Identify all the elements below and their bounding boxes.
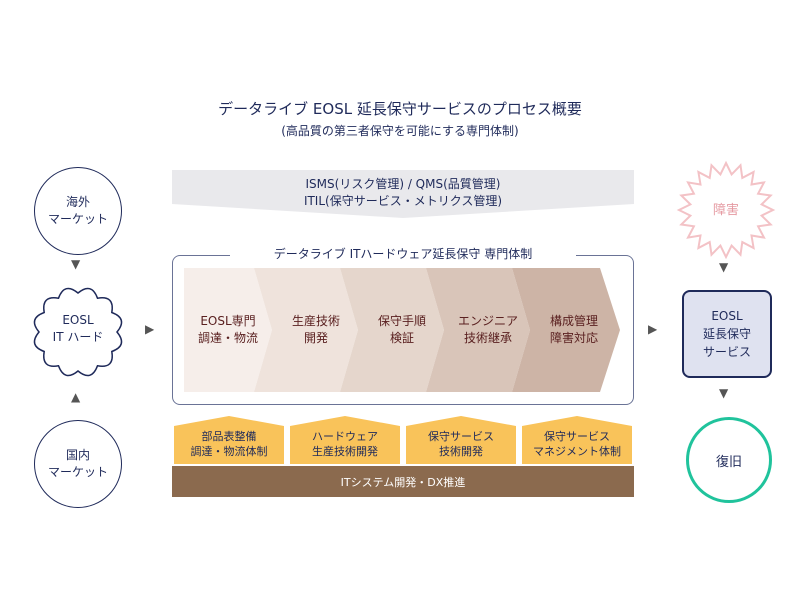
- chevron-1-line-1: EOSL専門: [200, 314, 256, 328]
- eosl-hardware-line-1: EOSL: [62, 313, 94, 327]
- chevron-1-label: EOSL専門調達・物流: [186, 268, 270, 392]
- chevron-3-line-2: 検証: [389, 331, 414, 345]
- foundation-blocks: [174, 416, 632, 464]
- chevron-2-line-2: 開発: [303, 331, 328, 345]
- chevron-4: [426, 268, 530, 392]
- domestic-market-label-1: 国内: [65, 448, 90, 462]
- eosl-service-box: EOSL 延長保守 サービス: [682, 290, 772, 378]
- chevron-4-label: エンジニア技術継承: [446, 268, 530, 392]
- foundation-3: [406, 416, 516, 464]
- arrow-down-icon: ▼: [719, 386, 729, 400]
- foundation-2-line-1: ハードウェア: [312, 430, 378, 443]
- chevron-2: [254, 268, 358, 392]
- process-chevrons: [184, 268, 620, 392]
- eosl-service-line-1: EOSL: [711, 309, 743, 323]
- eosl-service-line-2: 延長保守: [702, 327, 751, 341]
- chevron-2-label: 生産技術開発: [274, 268, 358, 392]
- foundation-1-line-1: 部品表整備: [201, 430, 257, 443]
- foundation-4-line-2: マネジメント体制: [533, 445, 621, 458]
- arrow-up-icon: ▲: [71, 390, 81, 404]
- recovery-label: 復旧: [715, 454, 742, 470]
- failure-label: 障害: [712, 203, 739, 218]
- foundation-1-line-2: 調達・物流体制: [190, 445, 268, 458]
- chevron-4-line-1: エンジニア: [457, 314, 518, 328]
- arrow-down-icon: ▼: [719, 260, 729, 274]
- foundation-4-line-1: 保守サービス: [544, 430, 610, 443]
- chevron-4-line-2: 技術継承: [463, 331, 512, 345]
- chevron-5: [512, 268, 620, 392]
- foundation-4-label: 保守サービスマネジメント体制: [522, 429, 632, 459]
- foundation-1: [174, 416, 284, 464]
- chevron-3-line-1: 保守手順: [377, 314, 426, 328]
- overseas-market-circle: 海外 マーケット: [34, 167, 122, 255]
- eosl-service-line-3: サービス: [702, 345, 751, 359]
- chevron-5-line-1: 構成管理: [549, 314, 598, 328]
- foundation-2: [290, 416, 400, 464]
- domestic-market-circle: 国内 マーケット: [34, 420, 122, 508]
- eosl-hardware-line-2: IT ハード: [52, 330, 104, 344]
- management-banner-text: ISMS(リスク管理) / QMS(品質管理) ITIL(保守サービス・メトリク…: [172, 176, 634, 210]
- chevron-3: [340, 268, 444, 392]
- chevron-3-label: 保守手順検証: [360, 268, 444, 392]
- recovery-circle: 復旧: [686, 417, 772, 503]
- banner-line-1: ISMS(リスク管理) / QMS(品質管理): [305, 177, 501, 191]
- domestic-market-label-2: マーケット: [47, 465, 108, 479]
- management-banner: [172, 170, 634, 218]
- foundation-3-label: 保守サービス技術開発: [406, 429, 516, 459]
- overseas-market-label-1: 海外: [65, 195, 90, 209]
- chevron-1-line-2: 調達・物流: [197, 331, 258, 345]
- page-subtitle: (高品質の第三者保守を可能にする専門体制): [281, 124, 519, 138]
- specialist-frame-label: データライブ ITハードウェア延長保守 専門体制: [230, 245, 576, 262]
- eosl-hardware-label: EOSL IT ハード: [29, 312, 127, 346]
- overseas-market-label-2: マーケット: [47, 212, 108, 226]
- it-dx-bar: ITシステム開発・DX推進: [172, 466, 634, 497]
- banner-line-2: ITIL(保守サービス・メトリクス管理): [303, 194, 503, 208]
- chevron-5-line-2: 障害対応: [549, 331, 598, 345]
- page-title: データライブ EOSL 延長保守サービスのプロセス概要: [218, 100, 582, 118]
- chevron-5-label: 構成管理障害対応: [532, 268, 616, 392]
- foundation-3-line-2: 技術開発: [439, 445, 483, 458]
- foundation-1-label: 部品表整備調達・物流体制: [174, 429, 284, 459]
- arrow-right-icon: ▶: [648, 322, 658, 336]
- foundation-2-line-2: 生産技術開発: [312, 445, 378, 458]
- foundation-3-line-1: 保守サービス: [428, 430, 494, 443]
- eosl-hardware-badge: [33, 287, 123, 377]
- arrow-down-icon: ▼: [71, 257, 81, 271]
- chevron-2-line-1: 生産技術: [291, 314, 340, 328]
- chevron-1: [184, 268, 272, 392]
- foundation-4: [522, 416, 632, 464]
- arrow-right-icon: ▶: [145, 322, 155, 336]
- failure-starburst: [676, 160, 776, 260]
- foundation-2-label: ハードウェア生産技術開発: [290, 429, 400, 459]
